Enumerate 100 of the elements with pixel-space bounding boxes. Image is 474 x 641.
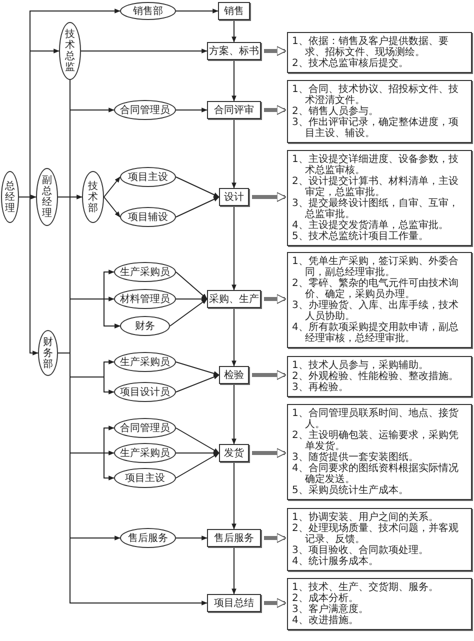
- step-label: 销售: [224, 6, 244, 16]
- arrow: [232, 206, 236, 291]
- arrow: [58, 194, 83, 200]
- note-item: 3、客户满意度。: [292, 604, 370, 615]
- role-label: 合同管理员: [120, 422, 170, 434]
- role-ellipse: [114, 262, 176, 282]
- role-ellipse: [120, 167, 176, 187]
- note-item: 2、设计提交计算书、材料清单，主设审定，总监审批。: [292, 176, 460, 198]
- note-box: [287, 578, 472, 630]
- note-item: 2、技术总监审核后提交。: [292, 58, 410, 69]
- note-item: 3、作出评审记录，确定整体进度，项目主设、辅设。: [292, 117, 460, 139]
- note-item: 1、技术人员参与，采购辅助。: [292, 360, 428, 371]
- arrow: [176, 296, 208, 302]
- process-box: [207, 290, 261, 308]
- hollow-arrow: [264, 598, 286, 608]
- hollow-arrow: [264, 46, 286, 56]
- note-item: 1、主设提交详细进度、设备参数，技术总监审核。: [292, 154, 460, 176]
- role-label: 技术部: [88, 180, 98, 214]
- process-box: [218, 2, 250, 20]
- hollow-arrow: [252, 448, 286, 458]
- role-ellipse: [36, 168, 58, 226]
- step-label: 采购、生产: [209, 294, 259, 304]
- arrow: [176, 374, 220, 392]
- arrow: [232, 60, 236, 102]
- role-ellipse: [114, 418, 176, 438]
- step-label: 售后服务: [214, 532, 254, 544]
- role-label: 总经理: [5, 180, 15, 214]
- step-label: 检验: [224, 370, 244, 380]
- arrow: [176, 536, 208, 540]
- step-label: 发货: [224, 448, 244, 458]
- process-box: [219, 188, 249, 206]
- note-item: 4、主设提交发货清单，总监审批。: [292, 220, 450, 231]
- arrow: [176, 8, 219, 14]
- role-label: 副总经理: [42, 175, 52, 219]
- role-ellipse: [120, 2, 176, 20]
- arrow: [176, 176, 220, 198]
- note-item: 1、依据：销售及客户提供数据、要求、招标文件、现场测绘。: [292, 36, 450, 58]
- role-label: 技术总监: [65, 29, 75, 73]
- arrow: [176, 272, 208, 300]
- role-label: 生产采购员: [120, 356, 170, 368]
- note-box: [287, 252, 472, 348]
- role-ellipse: [114, 352, 176, 372]
- role-label: 项目主设: [128, 172, 168, 182]
- role-label: 合同管理员: [120, 104, 170, 116]
- note-box: [287, 356, 472, 397]
- process-box: [207, 42, 261, 60]
- note-item: 1、凭单生产采购，签订采购、外委合同，副总经理审批。: [292, 256, 460, 278]
- role-label: 销售部: [133, 6, 163, 16]
- role-ellipse: [1, 171, 19, 223]
- role-label: 生产采购员: [120, 266, 170, 278]
- arrow: [232, 20, 236, 43]
- arrow: [176, 450, 220, 456]
- note-item: 3、提交最终设计图纸，自审、互审，总监审批。: [292, 198, 460, 220]
- role-label: 项目主设: [125, 472, 165, 484]
- note-item: 3、项目验收、合同款项处理。: [292, 545, 430, 556]
- arrow: [176, 196, 220, 218]
- note-item: 4、所有款项采购提交用款申请，副总经理审核，总经理审批。: [292, 322, 460, 344]
- note-item: 2、成本分析。: [292, 593, 360, 604]
- role-label: 财务: [135, 320, 155, 332]
- note-item: 2、处理现场质量、技术问题，并客观记录、反馈。: [292, 523, 460, 545]
- role-label: 项目辅设: [128, 212, 168, 222]
- arrow: [18, 196, 39, 356]
- process-box: [219, 366, 249, 384]
- note-item: 5、技术总监统计项目工作量。: [292, 231, 430, 242]
- arrow: [232, 546, 236, 595]
- role-label: 售后服务: [128, 532, 168, 544]
- process-box: [207, 529, 261, 547]
- note-item: 1、合同、技术协议、招投标文件、技术澄清文件。: [292, 84, 460, 106]
- note-item: 2、零碎、繁杂的电气元件可由技术询价、确定，采购员办理。: [292, 278, 460, 300]
- role-ellipse: [114, 443, 176, 463]
- arrow: [232, 118, 236, 189]
- arrow: [104, 176, 120, 198]
- process-box: [219, 444, 249, 462]
- hollow-arrow: [264, 105, 286, 115]
- step-label: 设计: [224, 192, 244, 202]
- role-ellipse: [114, 382, 176, 402]
- note-item: 1、技术、生产、交货期、服务。: [292, 582, 440, 593]
- arrow: [176, 108, 208, 112]
- note-item: 1、协调安装、用户之间的关系。: [292, 512, 438, 523]
- arrow: [232, 308, 236, 367]
- step-label: 合同评审: [214, 104, 254, 116]
- role-ellipse: [82, 171, 104, 223]
- role-ellipse: [120, 316, 170, 336]
- hollow-arrow: [264, 294, 286, 304]
- note-box: [287, 32, 472, 73]
- note-box: [287, 404, 472, 500]
- arrow: [176, 452, 220, 478]
- step-label: 方案、标书: [209, 46, 259, 56]
- note-item: 1、合同管理员联系时间、地点、接货人。: [292, 408, 460, 430]
- note-item: 4、合同要求的图纸资料根据实际情况确定发送。: [292, 463, 460, 485]
- role-label: 财务部: [43, 336, 53, 370]
- hollow-arrow: [252, 370, 286, 380]
- process-box: [207, 594, 261, 612]
- note-box: [287, 80, 472, 143]
- note-item: 2、外观检验、性能检验、整改措施。: [292, 371, 460, 382]
- note-item: 3、随货提供一套安装图纸。: [292, 452, 418, 463]
- note-item: 2、销售人员参与。: [292, 106, 380, 117]
- arrow: [58, 298, 121, 354]
- hollow-arrow: [252, 192, 286, 202]
- hollow-arrow: [264, 533, 286, 543]
